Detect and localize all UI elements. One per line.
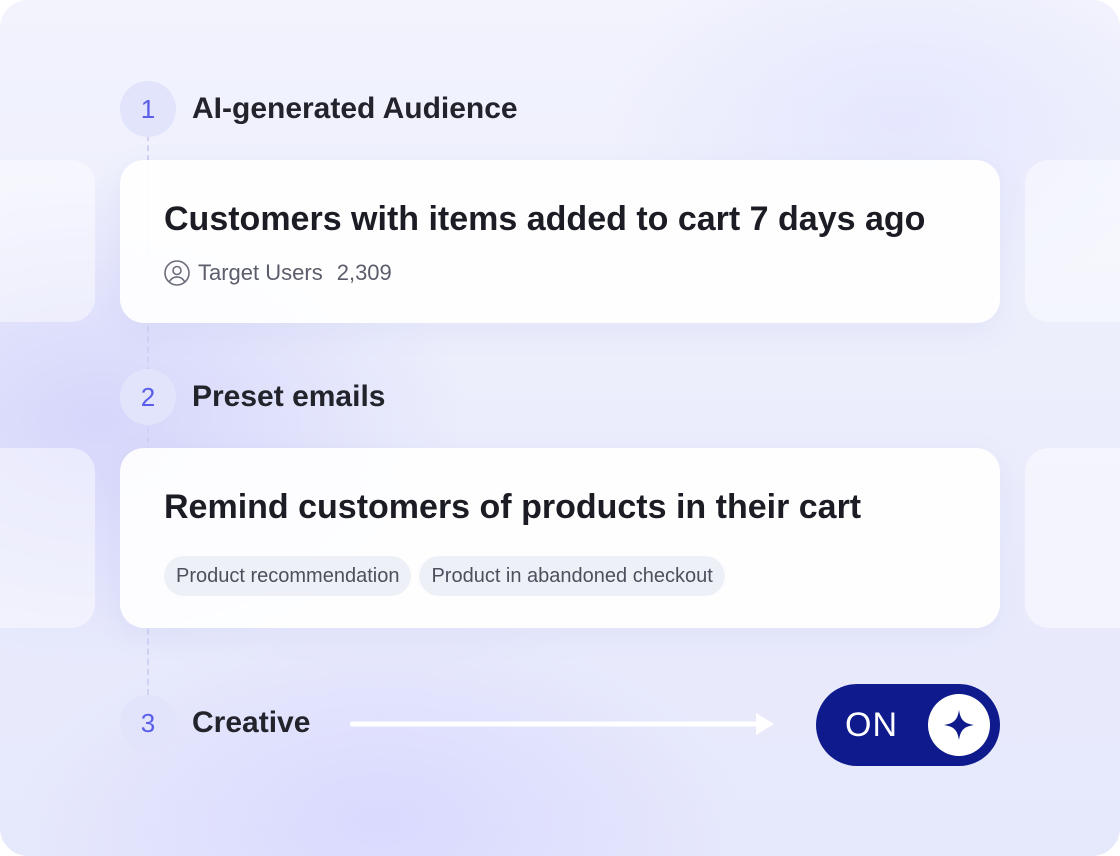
user-icon <box>164 260 190 286</box>
step-3: 3 Creative <box>120 695 310 751</box>
sparkle-icon <box>944 710 974 740</box>
step-number: 1 <box>120 81 176 137</box>
audience-meta: Target Users 2,309 <box>164 260 392 286</box>
step-2: 2 Preset emails <box>120 369 385 425</box>
email-title: Remind customers of products in their ca… <box>164 488 862 526</box>
step-label: Preset emails <box>192 380 386 413</box>
background-card-right-1 <box>1025 160 1120 322</box>
audience-card[interactable]: Customers with items added to cart 7 day… <box>120 160 1000 323</box>
audience-title: Customers with items added to cart 7 day… <box>164 200 926 238</box>
email-card[interactable]: Remind customers of products in their ca… <box>120 448 1000 628</box>
step-label: Creative <box>192 706 311 739</box>
background-card-left-1 <box>0 160 95 322</box>
step-label: AI-generated Audience <box>192 92 518 125</box>
target-users-label: Target Users <box>198 260 323 285</box>
step-number: 3 <box>120 695 176 751</box>
target-users-count: 2,309 <box>336 260 392 285</box>
background-card-left-2 <box>0 448 95 628</box>
tag-chip[interactable]: Product in abandoned checkout <box>419 556 725 596</box>
tag-chip[interactable]: Product recommendation <box>164 556 412 596</box>
creative-toggle[interactable]: ON <box>816 684 1000 766</box>
background-card-right-2 <box>1025 448 1120 628</box>
arrow-right-icon <box>350 713 774 735</box>
step-1: 1 AI-generated Audience <box>120 81 518 137</box>
toggle-knob <box>928 694 990 756</box>
toggle-label: ON <box>845 705 898 744</box>
step-number: 2 <box>120 369 176 425</box>
email-tags: Product recommendation Product in abando… <box>164 556 725 596</box>
